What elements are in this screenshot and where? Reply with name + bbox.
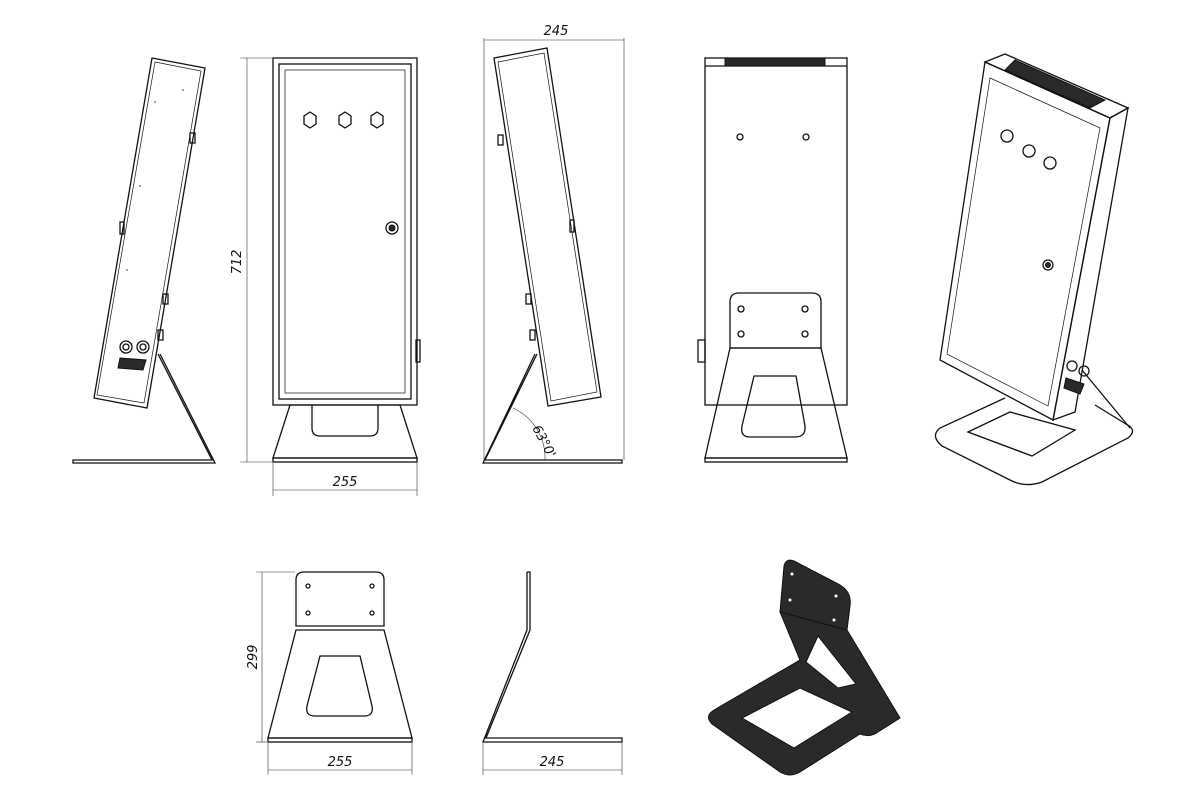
right-side-view: 245 63°0' (481, 24, 625, 464)
front-view: 712 255 (230, 57, 421, 496)
dim-width-255: 255 (333, 475, 358, 490)
dim-stand-width-255: 255 (328, 755, 353, 770)
isometric-view (934, 53, 1134, 486)
stand-front-view: 299 255 (246, 571, 413, 775)
dim-angle: 63°0' (528, 423, 558, 461)
rear-view (697, 57, 848, 463)
stand-isometric-view (708, 559, 901, 776)
dim-height-712: 712 (230, 250, 245, 275)
dim-depth-245: 245 (544, 24, 569, 39)
dim-stand-height-299: 299 (246, 645, 261, 670)
left-side-view (72, 57, 217, 464)
stand-side-view: 245 (482, 571, 623, 775)
dim-stand-depth-245: 245 (540, 755, 565, 770)
